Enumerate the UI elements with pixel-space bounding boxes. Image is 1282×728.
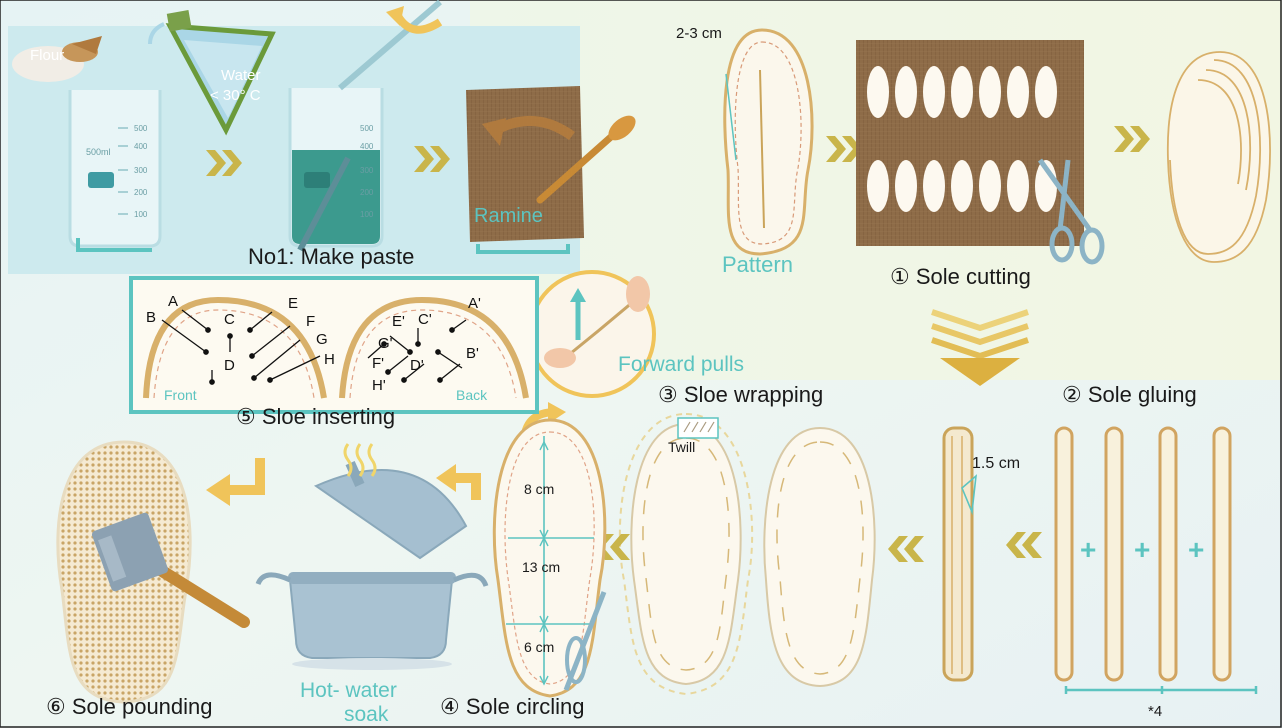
svg-text:500: 500	[134, 124, 148, 133]
point-E: E	[288, 296, 298, 311]
measure-8cm: 8 cm	[524, 482, 554, 496]
beaker-volume-label: 500ml	[86, 148, 111, 157]
flour-label: Flour	[30, 48, 64, 63]
svg-text:100: 100	[360, 210, 374, 219]
make-paste-title: No1: Make paste	[248, 246, 414, 268]
water-label: Water	[221, 68, 260, 83]
forward-pulls-label: Forward pulls	[618, 354, 744, 375]
step-wrapping-label: ③ Sloe wrapping	[658, 384, 823, 406]
step-cutting-label: ① Sole cutting	[890, 266, 1031, 288]
step-circling-label: ④ Sole circling	[440, 696, 584, 718]
step-gluing-label: ② Sole gluing	[1062, 384, 1197, 406]
soak-label-line2: soak	[344, 704, 388, 725]
measure-13cm: 13 cm	[522, 560, 560, 574]
point-E-prime: E'	[392, 314, 405, 329]
cutting-cloth	[856, 40, 1084, 246]
svg-text:300: 300	[134, 166, 148, 175]
point-B: B	[146, 310, 156, 325]
point-C-prime: C'	[418, 312, 432, 327]
step-inserting-label: ⑤ Sloe inserting	[236, 406, 395, 428]
plus-sign-1: +	[1080, 536, 1096, 564]
ramine-label: Ramine	[474, 206, 543, 226]
point-F-prime: F'	[372, 356, 384, 371]
point-D-prime: D'	[410, 358, 424, 373]
strip-count-label: *4	[1148, 704, 1162, 719]
soak-label-line1: Hot- water	[300, 680, 397, 701]
empty-beaker: 500 400 300 200 100	[70, 90, 160, 250]
thickness-label: 1.5 cm	[972, 456, 1020, 472]
point-B-prime: B'	[466, 346, 479, 361]
step-pounding-label: ⑥ Sole pounding	[46, 696, 213, 718]
point-D: D	[224, 358, 235, 373]
stacked-soles	[1168, 52, 1270, 262]
pattern-margin-label: 2-3 cm	[676, 26, 722, 41]
water-temp-label: < 30° C	[210, 88, 261, 103]
back-label: Back	[456, 388, 487, 402]
pattern-sole	[725, 30, 812, 254]
point-G: G	[316, 332, 328, 347]
point-C: C	[224, 312, 235, 327]
point-H: H	[324, 352, 335, 367]
pattern-label: Pattern	[722, 254, 793, 276]
point-A: A	[168, 294, 178, 309]
measure-6cm: 6 cm	[524, 640, 554, 654]
svg-text:500: 500	[360, 124, 374, 133]
plus-sign-2: +	[1134, 536, 1150, 564]
svg-text:300: 300	[360, 166, 374, 175]
forward-pulls-detail	[530, 272, 654, 396]
point-A-prime: A'	[468, 296, 481, 311]
wrapped-sole	[764, 428, 874, 686]
svg-text:200: 200	[360, 188, 374, 197]
front-label: Front	[164, 388, 197, 402]
svg-text:200: 200	[134, 188, 148, 197]
svg-text:400: 400	[360, 142, 374, 151]
svg-text:400: 400	[134, 142, 148, 151]
svg-text:100: 100	[134, 210, 148, 219]
point-G-prime: G'	[378, 336, 393, 351]
twill-label: Twill	[668, 440, 695, 454]
point-H-prime: H'	[372, 378, 386, 393]
plus-sign-3: +	[1188, 536, 1204, 564]
point-F: F	[306, 314, 315, 329]
